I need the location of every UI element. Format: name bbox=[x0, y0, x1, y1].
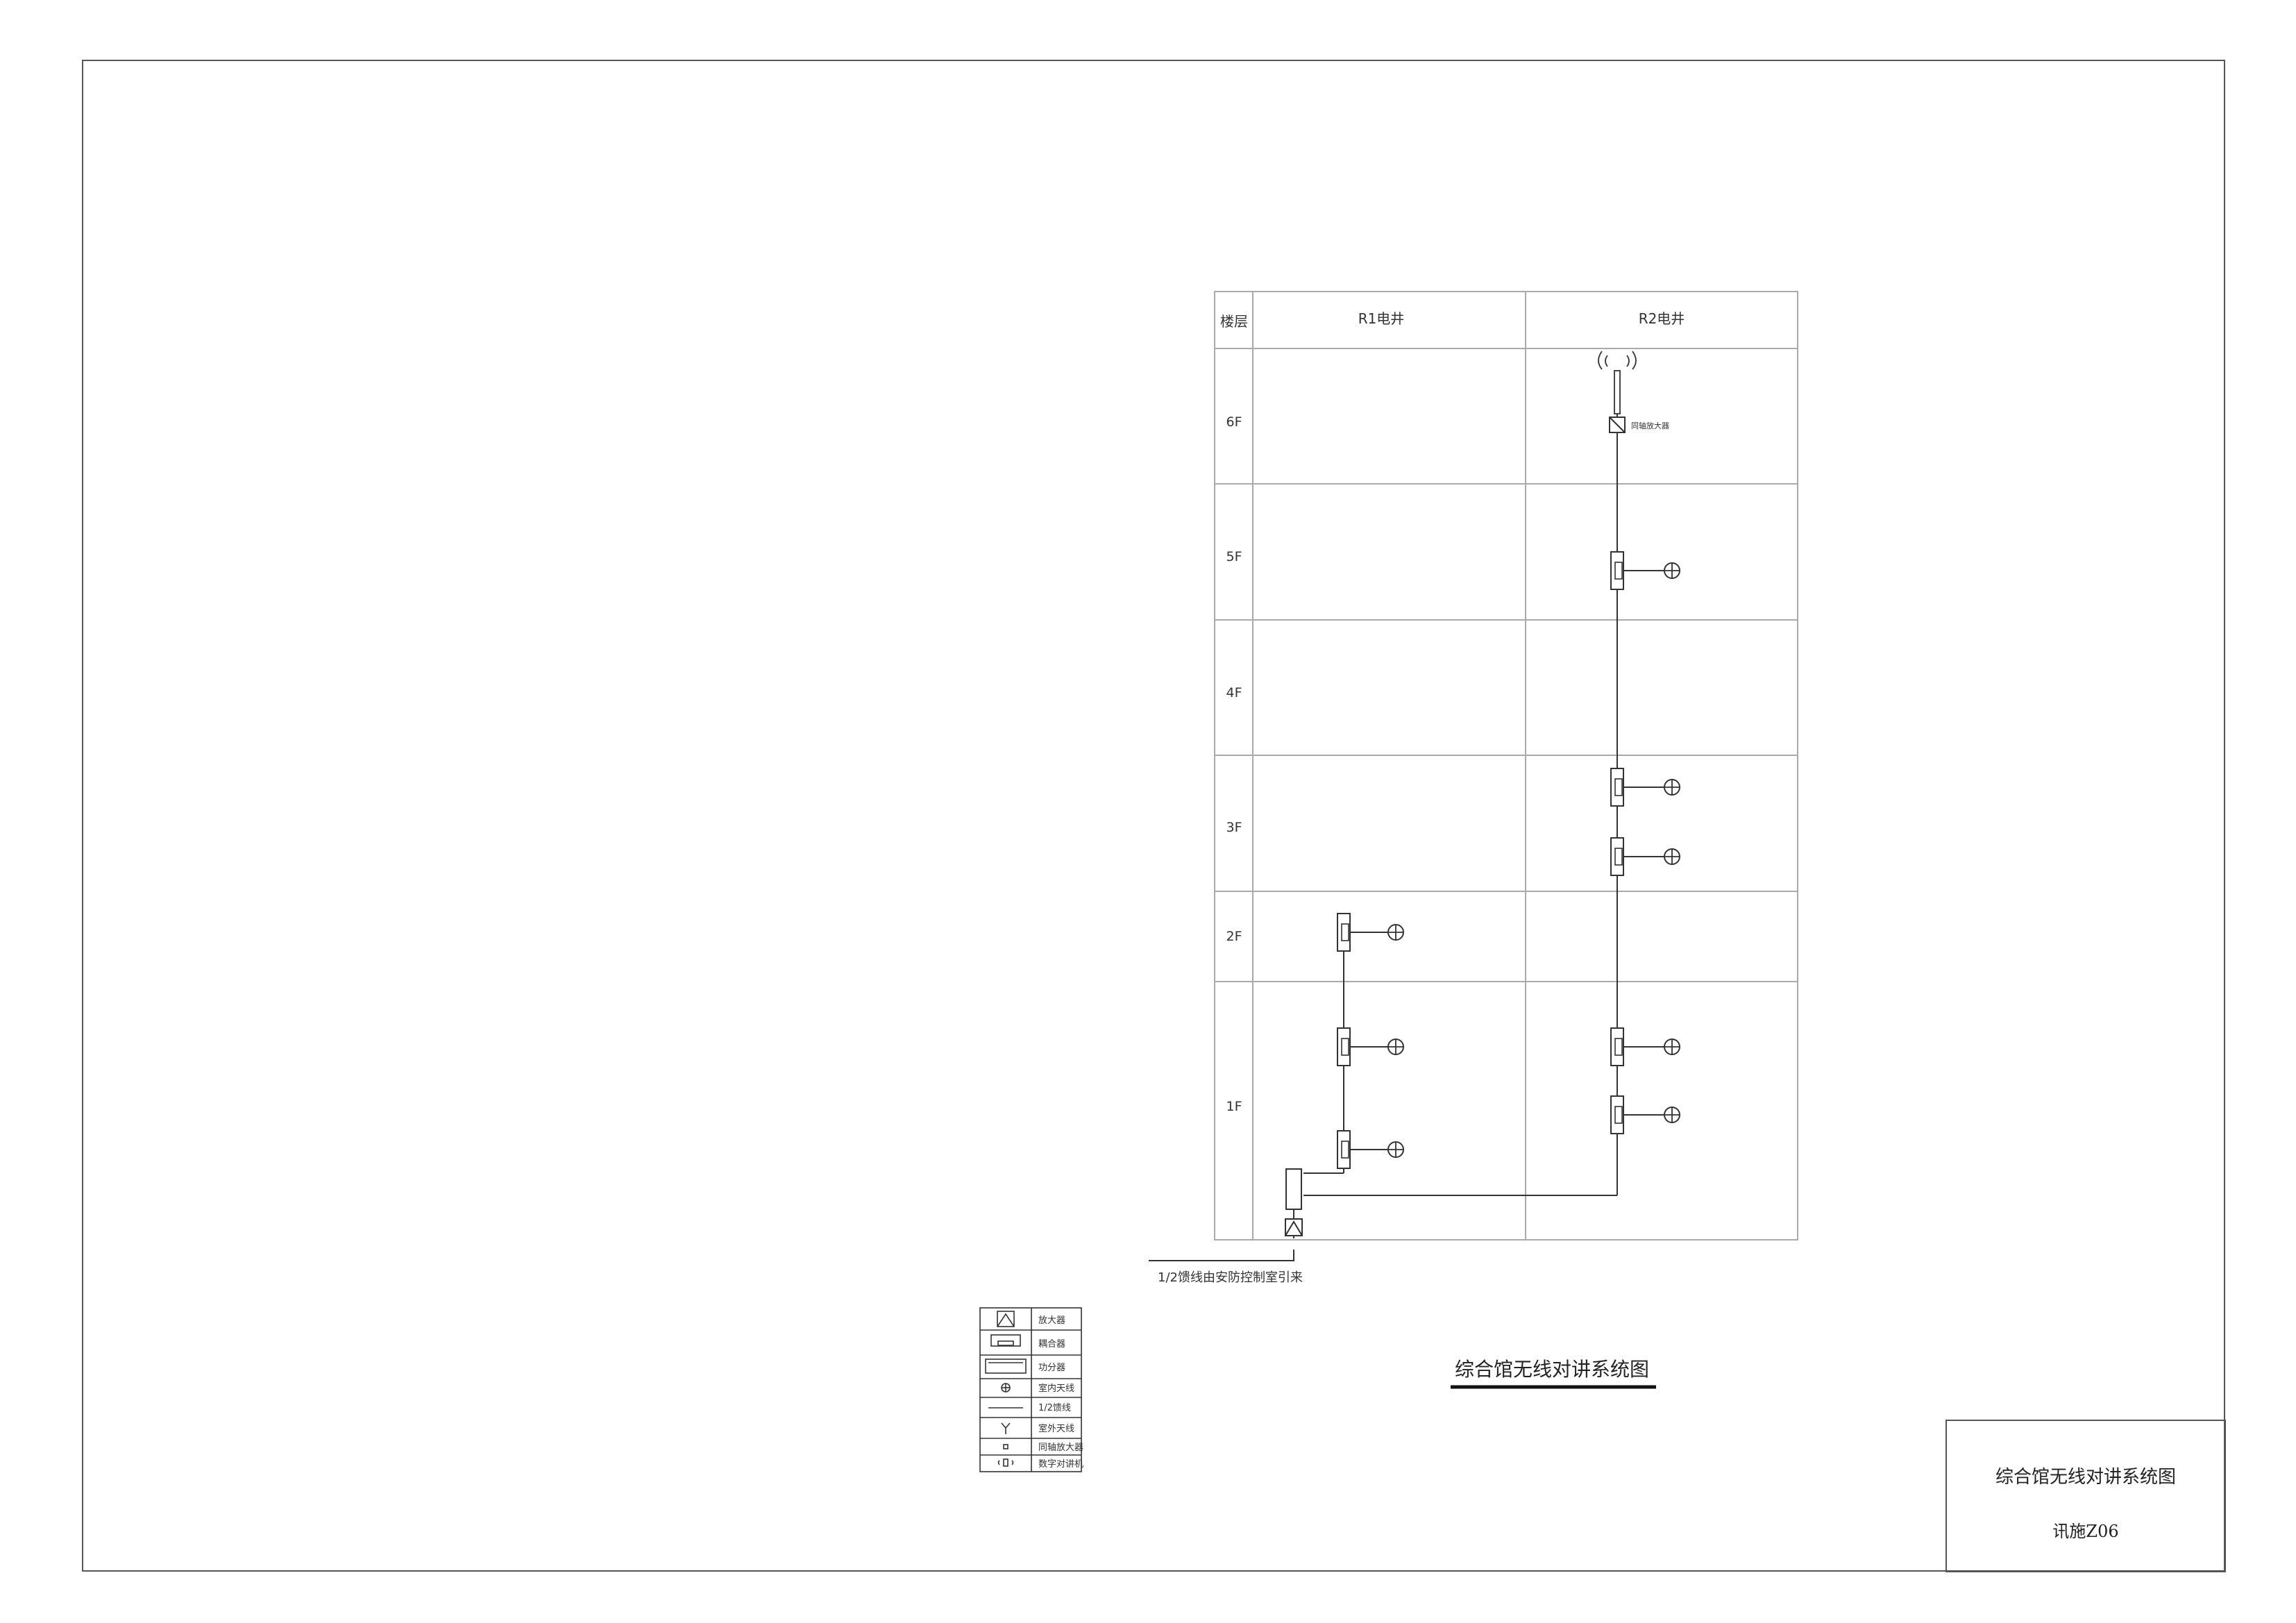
floor-label-3f: 3F bbox=[1226, 820, 1242, 835]
amplifier-icon bbox=[1285, 1218, 1303, 1236]
floor-label-6f: 6F bbox=[1226, 414, 1242, 430]
legend-label-6: 同轴放大器 bbox=[1038, 1443, 1083, 1453]
floor-label-4f: 4F bbox=[1226, 685, 1242, 700]
floor-label-1f: 1F bbox=[1226, 1099, 1242, 1114]
title-block bbox=[1945, 1420, 2226, 1572]
header-floor: 楼层 bbox=[1220, 313, 1248, 330]
legend-label-3: 室内天线 bbox=[1038, 1383, 1074, 1394]
legend-amplifier-icon bbox=[997, 1311, 1015, 1327]
legend-coupler-icon bbox=[990, 1334, 1021, 1347]
header-r1-shaft: R1电井 bbox=[1358, 310, 1405, 327]
legend-splitter-icon bbox=[985, 1359, 1027, 1374]
legend-label-2: 功分器 bbox=[1038, 1363, 1065, 1373]
legend-repeater-icon bbox=[1003, 1444, 1008, 1449]
outdoor-antenna-icon bbox=[1598, 351, 1637, 414]
legend-label-1: 耦合器 bbox=[1038, 1339, 1065, 1349]
legend-label-4: 1/2馈线 bbox=[1038, 1403, 1071, 1413]
header-r2-shaft: R2电井 bbox=[1639, 310, 1685, 327]
legend-outdoor-antenna-icon bbox=[1001, 1422, 1011, 1434]
legend-label-5: 室外天线 bbox=[1038, 1423, 1074, 1434]
feeder-lines bbox=[1149, 375, 1618, 1261]
r1-indoor-antennas bbox=[1387, 924, 1404, 1158]
drawing-border bbox=[82, 60, 2225, 1572]
floor-table bbox=[1214, 291, 1798, 1241]
title-block-drawing-number: 讯施Z06 bbox=[2052, 1522, 2118, 1541]
title-block-drawing-title: 综合馆无线对讲系统图 bbox=[1995, 1467, 2176, 1488]
feed-source-note: 1/2馈线由安防控制室引来 bbox=[1158, 1270, 1303, 1285]
repeater-label: 同轴放大器 bbox=[1631, 421, 1669, 430]
r2-antenna-links bbox=[1623, 570, 1664, 1116]
r1-antenna-links bbox=[1350, 932, 1388, 1150]
legend-label-7: 数字对讲机 bbox=[1038, 1459, 1083, 1470]
r2-indoor-antennas bbox=[1664, 562, 1680, 1123]
diagram-title: 综合馆无线对讲系统图 bbox=[1455, 1358, 1649, 1381]
floor-label-2f: 2F bbox=[1226, 929, 1242, 944]
legend-indoor-antenna-icon bbox=[1001, 1383, 1011, 1393]
floor-label-5f: 5F bbox=[1226, 549, 1242, 564]
power-splitter bbox=[1285, 1168, 1302, 1210]
repeater-icon bbox=[1609, 417, 1626, 433]
legend-table bbox=[979, 1307, 1082, 1472]
legend-digital-radio-icon bbox=[997, 1458, 1014, 1467]
legend-label-0: 放大器 bbox=[1038, 1315, 1065, 1326]
